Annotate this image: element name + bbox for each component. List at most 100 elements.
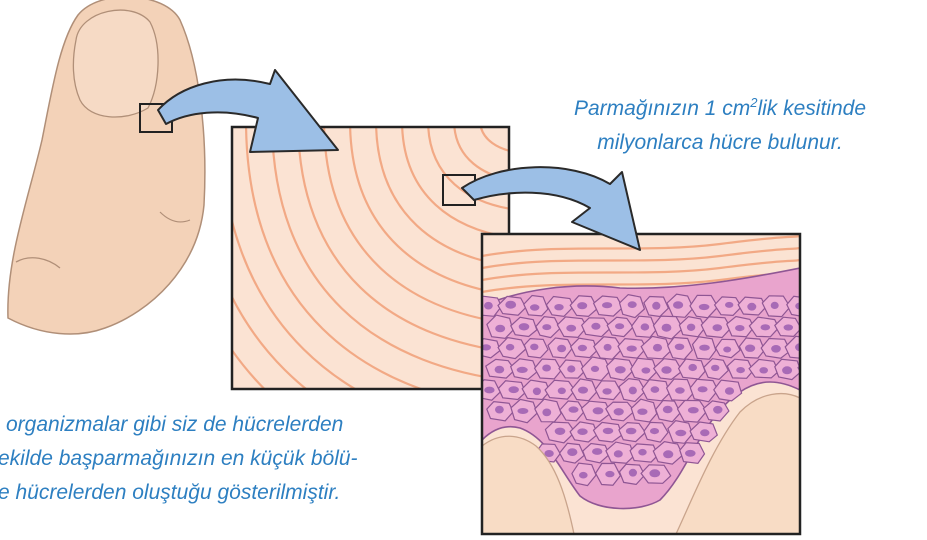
- cell-nucleus: [711, 365, 719, 371]
- cell-nucleus: [638, 449, 646, 456]
- cell-nucleus: [614, 450, 623, 457]
- cell-nucleus: [566, 325, 576, 332]
- cell: [800, 317, 824, 337]
- cell-nucleus: [578, 387, 588, 394]
- cell-nucleus: [723, 347, 731, 353]
- cell-nucleus: [495, 366, 505, 374]
- cell-nucleus: [736, 367, 745, 373]
- cell-nucleus: [615, 366, 626, 373]
- cell-nucleus: [567, 365, 575, 372]
- cell-nucleus: [484, 302, 493, 310]
- cell-nucleus: [675, 387, 685, 393]
- cell-nucleus: [577, 428, 587, 435]
- cell-nucleus: [519, 323, 530, 330]
- caption-top-line1: Parmağınızın 1 cm2lik kesitinde: [520, 86, 920, 126]
- cell-nucleus: [637, 409, 647, 415]
- cell-nucleus: [688, 407, 699, 413]
- cell-nucleus: [579, 472, 588, 479]
- cell-nucleus: [673, 301, 683, 308]
- cell-nucleus: [484, 387, 494, 394]
- cell-nucleus: [604, 344, 612, 351]
- cell-nucleus: [759, 367, 768, 373]
- cell-nucleus: [627, 346, 637, 352]
- cell-nucleus: [530, 344, 538, 351]
- cell-nucleus: [629, 387, 637, 395]
- cell-nucleus: [555, 428, 566, 435]
- caption-top-line2: milyonlarca hücre bulunur.: [520, 126, 920, 160]
- cell-nucleus: [641, 323, 650, 330]
- cell-nucleus: [687, 324, 695, 331]
- cell-nucleus: [761, 324, 771, 330]
- cell-nucleus: [652, 302, 660, 310]
- cell-nucleus: [558, 388, 566, 395]
- cell-nucleus: [700, 429, 709, 436]
- caption-cells-count: Parmağınızın 1 cm2lik kesitinde milyonla…: [520, 86, 920, 160]
- cell-nucleus: [771, 345, 781, 353]
- cell-nucleus: [517, 367, 528, 373]
- cell-nucleus: [653, 344, 662, 352]
- caption-explanation: organizmalar gibi siz de hücrelerden eki…: [0, 408, 518, 510]
- cell-nucleus: [626, 428, 637, 435]
- cell-nucleus: [713, 324, 723, 331]
- cell-nucleus: [557, 345, 566, 352]
- cell-nucleus: [542, 409, 551, 417]
- cell-nucleus: [629, 469, 637, 477]
- cell-nucleus: [663, 406, 673, 414]
- cell-nucleus: [577, 302, 587, 309]
- cell-nucleus: [628, 301, 637, 308]
- cell-nucleus: [784, 324, 793, 330]
- cell-nucleus: [747, 303, 756, 311]
- cell-nucleus: [567, 448, 577, 456]
- cell-nucleus: [614, 408, 624, 415]
- cell-nucleus: [698, 386, 708, 392]
- cell-nucleus: [542, 324, 551, 330]
- cell-nucleus: [603, 428, 614, 434]
- caption-bottom-line3: e hücrelerden oluştuğu gösterilmiştir.: [0, 476, 518, 510]
- cell-nucleus: [661, 366, 671, 374]
- cell-nucleus: [506, 344, 514, 351]
- cell-nucleus: [592, 448, 602, 455]
- cell-nucleus: [605, 471, 614, 477]
- cell-nucleus: [663, 450, 673, 458]
- cell-nucleus: [699, 345, 710, 351]
- cell-nucleus: [642, 367, 651, 373]
- cell-nucleus: [602, 388, 611, 394]
- cell-nucleus: [593, 407, 604, 414]
- cell-nucleus: [509, 386, 519, 393]
- cell-nucleus: [685, 450, 696, 457]
- cell-nucleus: [675, 344, 685, 350]
- cell-nucleus: [782, 366, 792, 374]
- cell-nucleus: [495, 325, 505, 333]
- cell-nucleus: [591, 323, 600, 330]
- cell-nucleus: [699, 304, 710, 310]
- cell-nucleus: [554, 304, 563, 310]
- thumbnail: [73, 10, 158, 117]
- cell-nucleus: [745, 345, 755, 352]
- cell-nucleus: [688, 364, 697, 371]
- cell-nucleus: [806, 324, 817, 332]
- cell-nucleus: [725, 302, 733, 308]
- cell-nucleus: [771, 302, 779, 309]
- cell-nucleus: [725, 387, 734, 395]
- cell-nucleus: [662, 324, 672, 332]
- cell-nucleus: [735, 325, 744, 331]
- cell-nucleus: [530, 304, 539, 310]
- cell: [798, 357, 826, 380]
- cell-section-panel: [475, 234, 826, 534]
- cell-nucleus: [650, 428, 659, 434]
- cell-nucleus: [651, 386, 660, 393]
- cell-nucleus: [578, 345, 587, 351]
- cell-nucleus: [649, 469, 660, 477]
- caption-bottom-line2: ekilde başparmağınızın en küçük bölü-: [0, 442, 518, 476]
- cell-nucleus: [505, 301, 516, 309]
- cell-nucleus: [809, 366, 818, 372]
- cell-nucleus: [517, 408, 528, 414]
- cell-nucleus: [675, 430, 686, 436]
- cell-nucleus: [533, 388, 541, 396]
- cell-nucleus: [615, 323, 624, 329]
- cell-nucleus: [542, 365, 551, 372]
- caption-bottom-line1: organizmalar gibi siz de hücrelerden: [0, 408, 518, 442]
- cell-nucleus: [569, 406, 579, 412]
- cell-nucleus: [713, 406, 722, 414]
- cell-nucleus: [591, 366, 599, 372]
